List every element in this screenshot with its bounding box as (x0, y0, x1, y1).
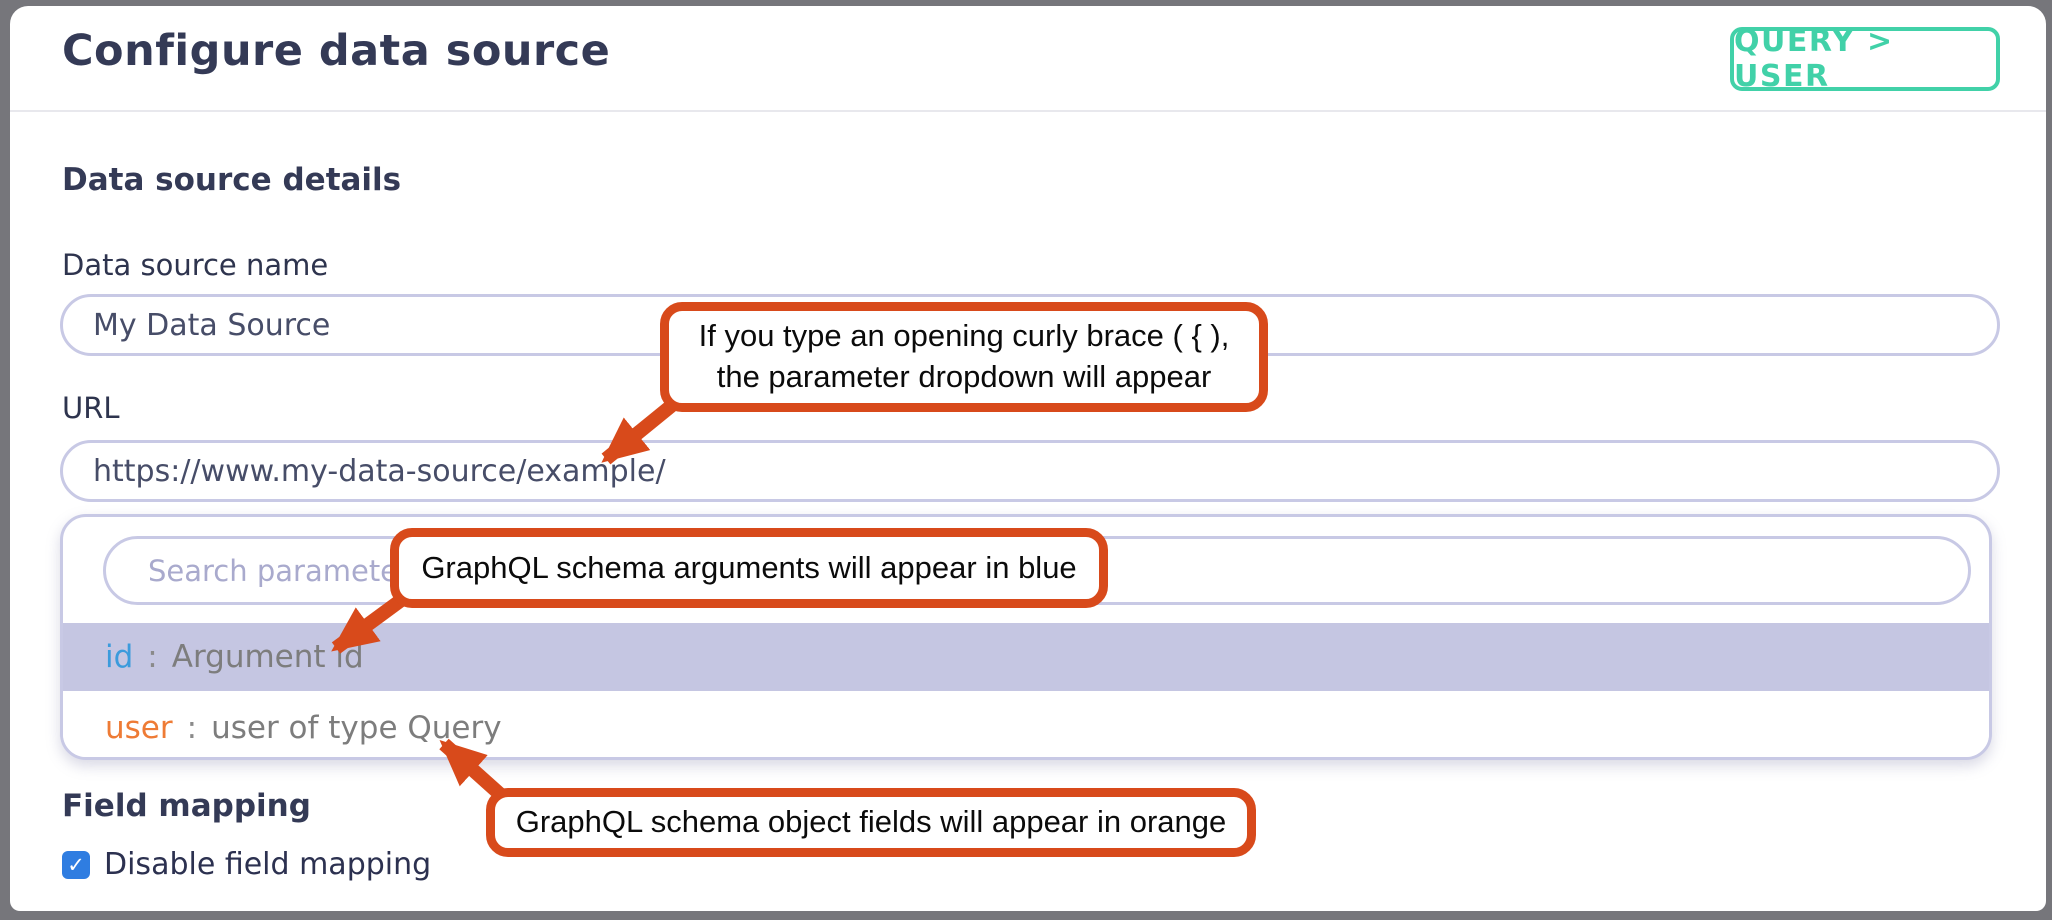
dropdown-item-user[interactable]: user : user of type Query (63, 697, 1989, 757)
disable-field-mapping-label: Disable field mapping (104, 847, 432, 882)
dropdown-item-user-name: user (105, 710, 173, 746)
check-icon: ✓ (67, 852, 85, 877)
section-heading-details: Data source details (62, 162, 402, 198)
page-title: Configure data source (62, 26, 611, 76)
dropdown-item-id-separator: : (147, 639, 158, 675)
query-path-badge: QUERY > USER (1730, 24, 2000, 94)
annotation-callout-fields-orange: GraphQL schema object fields will appear… (486, 788, 1256, 857)
section-heading-field-mapping: Field mapping (62, 788, 311, 824)
header-divider (10, 110, 2046, 112)
annotation-callout-arguments-blue: GraphQL schema arguments will appear in … (390, 528, 1108, 608)
dropdown-item-user-separator: : (186, 710, 198, 746)
disable-field-mapping-row: ✓ Disable field mapping (62, 847, 431, 882)
dropdown-item-id-description: Argument id (171, 639, 364, 675)
dropdown-item-id-name: id (105, 639, 134, 675)
dropdown-item-id[interactable]: id : Argument id (63, 623, 1989, 691)
dropdown-item-user-description: user of type Query (211, 710, 502, 746)
disable-field-mapping-checkbox[interactable]: ✓ (62, 850, 90, 879)
url-input[interactable] (60, 440, 2000, 502)
annotation-callout-curly-brace: If you type an opening curly brace ( { )… (660, 302, 1268, 412)
url-label: URL (62, 391, 120, 425)
data-source-name-label: Data source name (62, 248, 329, 282)
